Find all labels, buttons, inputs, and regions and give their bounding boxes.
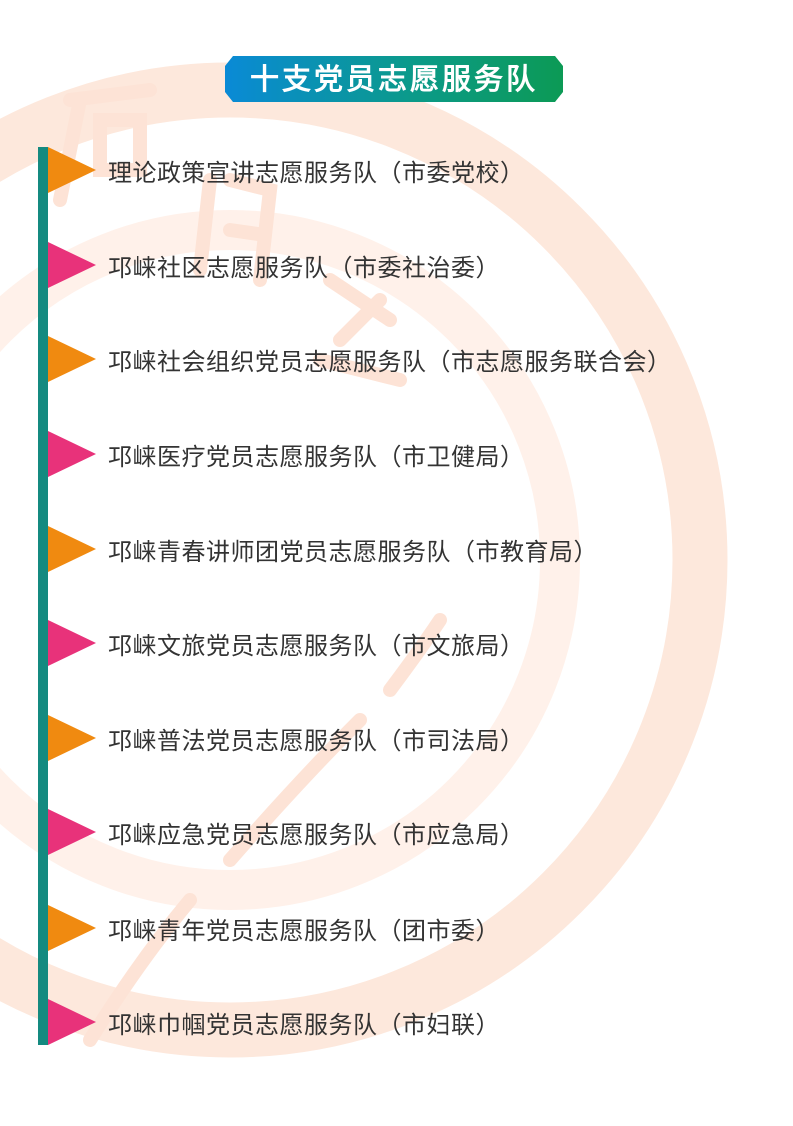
- flag-pole: [38, 147, 48, 1045]
- team-label: 邛崃社区志愿服务队（市委社治委）: [108, 253, 500, 282]
- team-list-item: 邛崃青年党员志愿服务队（团市委）: [48, 905, 500, 951]
- team-list-item: 邛崃应急党员志愿服务队（市应急局）: [48, 809, 525, 855]
- triangle-flag-icon: [48, 715, 96, 761]
- team-label: 邛崃社会组织党员志愿服务队（市志愿服务联合会）: [108, 347, 672, 376]
- team-label: 邛崃青春讲师团党员志愿服务队（市教育局）: [108, 537, 598, 566]
- team-list-item: 邛崃巾帼党员志愿服务队（市妇联）: [48, 999, 500, 1045]
- triangle-flag-icon: [48, 809, 96, 855]
- team-label: 邛崃普法党员志愿服务队（市司法局）: [108, 726, 525, 755]
- team-list-item: 邛崃文旅党员志愿服务队（市文旅局）: [48, 620, 525, 666]
- triangle-flag-icon: [48, 526, 96, 572]
- team-list-item: 邛崃社区志愿服务队（市委社治委）: [48, 242, 500, 288]
- team-list-item: 邛崃普法党员志愿服务队（市司法局）: [48, 715, 525, 761]
- team-list-item: 理论政策宣讲志愿服务队（市委党校）: [48, 147, 525, 193]
- triangle-flag-icon: [48, 999, 96, 1045]
- team-label: 邛崃医疗党员志愿服务队（市卫健局）: [108, 442, 525, 471]
- team-label: 邛崃文旅党员志愿服务队（市文旅局）: [108, 631, 525, 660]
- triangle-flag-icon: [48, 242, 96, 288]
- page-title: 十支党员志愿服务队: [225, 56, 563, 102]
- triangle-flag-icon: [48, 905, 96, 951]
- team-list-item: 邛崃医疗党员志愿服务队（市卫健局）: [48, 431, 525, 477]
- triangle-flag-icon: [48, 620, 96, 666]
- triangle-flag-icon: [48, 147, 96, 193]
- triangle-flag-icon: [48, 431, 96, 477]
- team-label: 理论政策宣讲志愿服务队（市委党校）: [108, 158, 525, 187]
- team-label: 邛崃巾帼党员志愿服务队（市妇联）: [108, 1010, 500, 1039]
- team-list-item: 邛崃社会组织党员志愿服务队（市志愿服务联合会）: [48, 336, 672, 382]
- triangle-flag-icon: [48, 336, 96, 382]
- team-label: 邛崃应急党员志愿服务队（市应急局）: [108, 820, 525, 849]
- team-label: 邛崃青年党员志愿服务队（团市委）: [108, 916, 500, 945]
- team-list-item: 邛崃青春讲师团党员志愿服务队（市教育局）: [48, 526, 598, 572]
